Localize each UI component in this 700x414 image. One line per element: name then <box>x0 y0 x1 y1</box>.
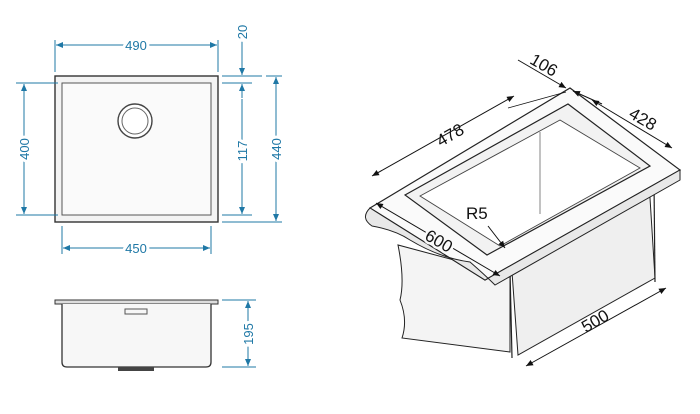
drain-fitting <box>118 367 154 371</box>
drain-hole-inner <box>121 107 149 135</box>
top-view <box>54 75 219 223</box>
iso-view <box>365 87 682 359</box>
dim-label-117: 117 <box>235 141 250 162</box>
dim-label-428: 428 <box>626 104 660 135</box>
dim-label-20: 20 <box>235 25 250 39</box>
dim-label-450: 450 <box>125 241 147 256</box>
dim-label-440: 440 <box>269 138 284 160</box>
dim-label-195: 195 <box>241 323 256 345</box>
dim-width-outer: 490 <box>54 35 219 72</box>
dim-label-r5: R5 <box>466 204 488 223</box>
overflow-slot <box>124 308 148 315</box>
side-rim <box>54 299 219 305</box>
dim-height-outer: 440 <box>222 75 287 223</box>
dim-label-478: 478 <box>433 120 467 151</box>
dim-label-400: 400 <box>17 138 32 160</box>
side-bowl <box>61 304 212 368</box>
cabinet-front-edge <box>509 269 513 359</box>
dim-width-inner: 450 <box>61 226 212 259</box>
dim-depth: 195 <box>222 299 259 368</box>
dim-label-106: 106 <box>527 50 561 81</box>
cabinet-right-edge <box>653 181 656 283</box>
dim-drain-offset: 117 <box>222 99 253 216</box>
sink-bowl <box>61 82 212 216</box>
dim-flange: 20 <box>222 22 262 98</box>
dim-height-inner: 400 <box>14 82 58 216</box>
dim-label-490: 490 <box>125 38 147 53</box>
side-view <box>54 299 219 371</box>
